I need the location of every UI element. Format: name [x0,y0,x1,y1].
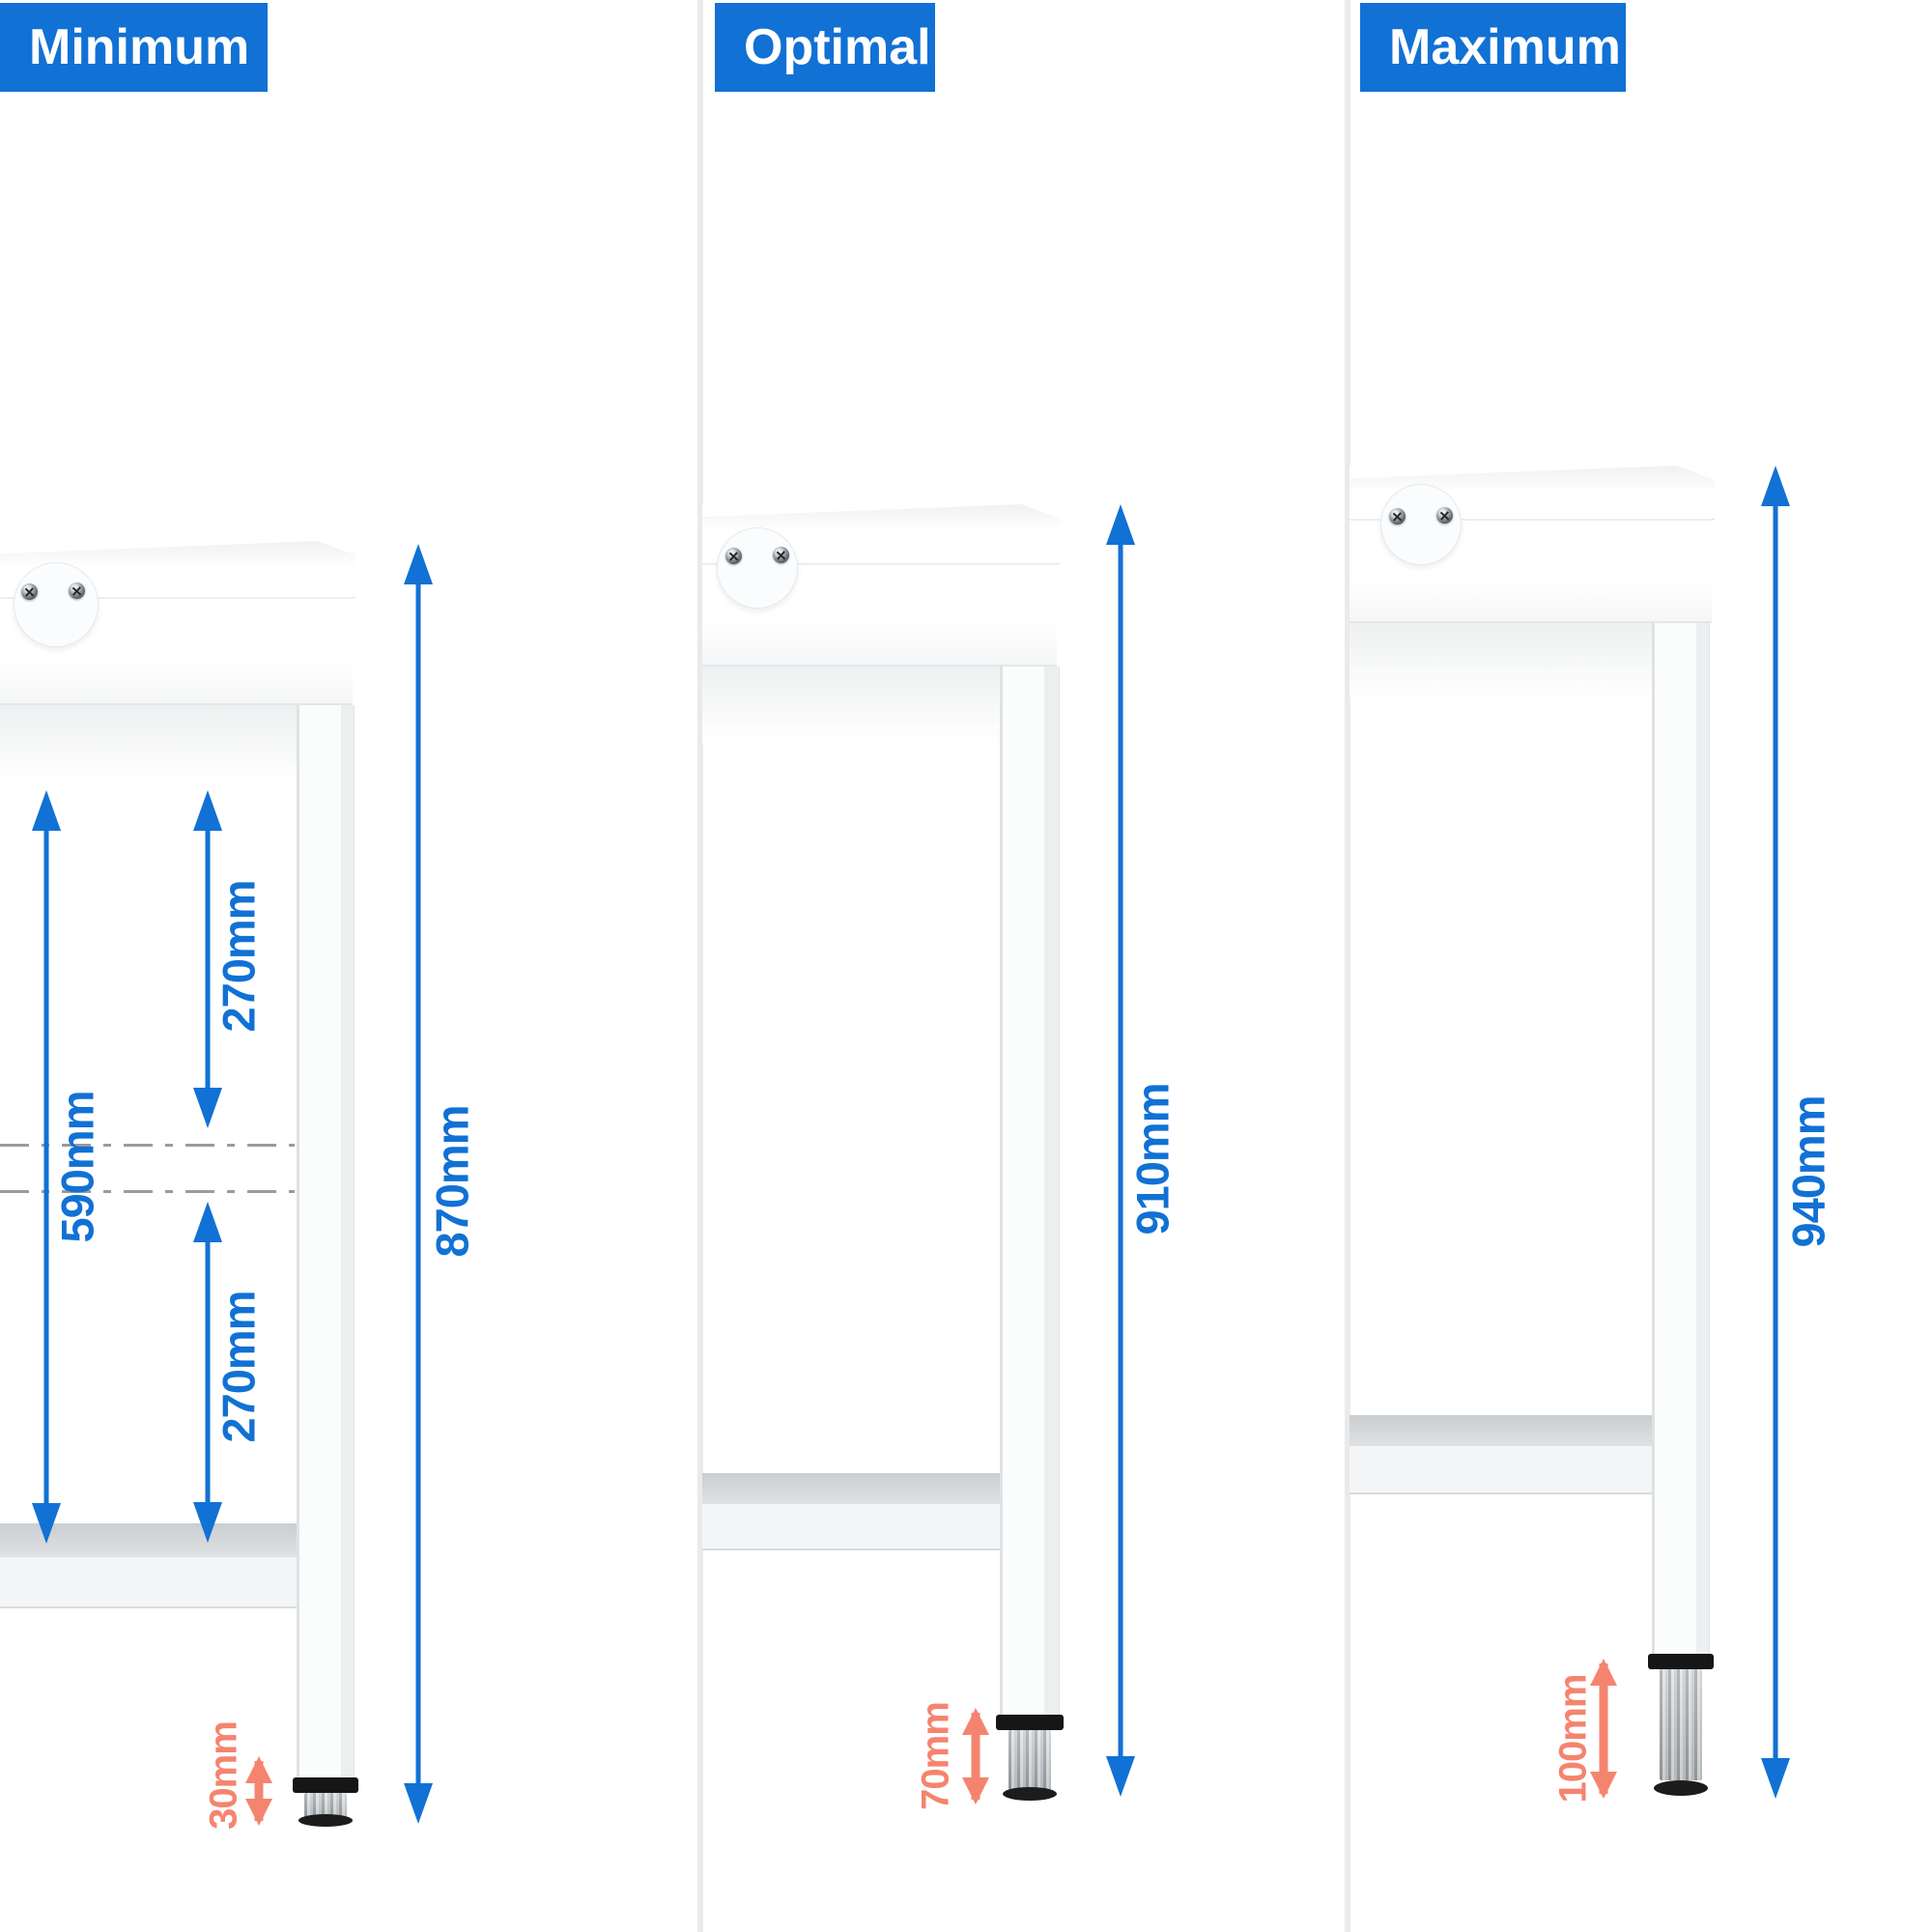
foot-adjust-label: 100mm [1551,1674,1595,1804]
screw-icon [1436,507,1453,524]
foot-adjust-label: 70mm [914,1702,957,1810]
foot-collar [996,1715,1064,1730]
upper-clearance-label: 270mm [213,880,265,1033]
foot-base [298,1814,353,1827]
screw-icon [21,583,38,600]
foot-adjust-label: 30mm [202,1721,245,1830]
bottom-shelf-front [1350,1446,1652,1494]
mounting-bracket [14,562,99,647]
overall-height-label: 910mm [1126,1083,1179,1236]
apron-underside-shadow [702,667,1000,744]
overall-height-arrow [399,544,438,1824]
table-leg [1652,623,1710,1654]
table-apron [0,597,353,705]
foot-base [1654,1780,1708,1796]
bottom-shelf-front [702,1504,1000,1550]
foot-adjust-arrow [956,1708,995,1804]
centerline-dashed [0,1190,295,1193]
panel-title-badge: Maximum [1360,3,1626,92]
lower-clearance-label: 270mm [213,1291,265,1443]
bottom-shelf-top [1350,1415,1652,1446]
mounting-bracket [717,527,798,609]
apron-underside-shadow [0,705,297,784]
panel-title-badge: Minimum [0,3,268,92]
screw-icon [773,547,789,563]
overall-height-label: 940mm [1782,1095,1834,1248]
table-leg [297,705,355,1777]
mounting-bracket [1380,484,1462,565]
inner-clearance-label: 590mm [51,1091,103,1243]
screw-icon [725,548,742,564]
lower-clearance-arrow [188,1202,227,1543]
adjustable-foot [1660,1669,1702,1780]
overall-height-arrow [1101,504,1140,1797]
upper-clearance-arrow [188,790,227,1128]
panel-divider [1345,0,1350,1932]
foot-collar [1648,1654,1714,1669]
panel-divider [697,0,703,1932]
bottom-shelf-top [702,1473,1000,1504]
adjustable-foot [1009,1730,1051,1790]
foot-adjust-arrow [1584,1659,1623,1799]
foot-adjust-arrow [240,1756,278,1826]
screw-icon [69,582,85,599]
foot-collar [293,1777,358,1793]
panel-title-badge: Optimal [715,3,935,92]
foot-base [1003,1787,1057,1801]
apron-underside-shadow [1350,623,1652,697]
overall-height-arrow [1756,466,1795,1799]
inner-clearance-arrow [27,790,66,1544]
screw-icon [1389,508,1406,525]
centerline-dashed [0,1144,295,1147]
table-leg [1000,667,1060,1715]
overall-height-label: 870mm [426,1105,478,1258]
bottom-shelf-front [0,1557,297,1608]
